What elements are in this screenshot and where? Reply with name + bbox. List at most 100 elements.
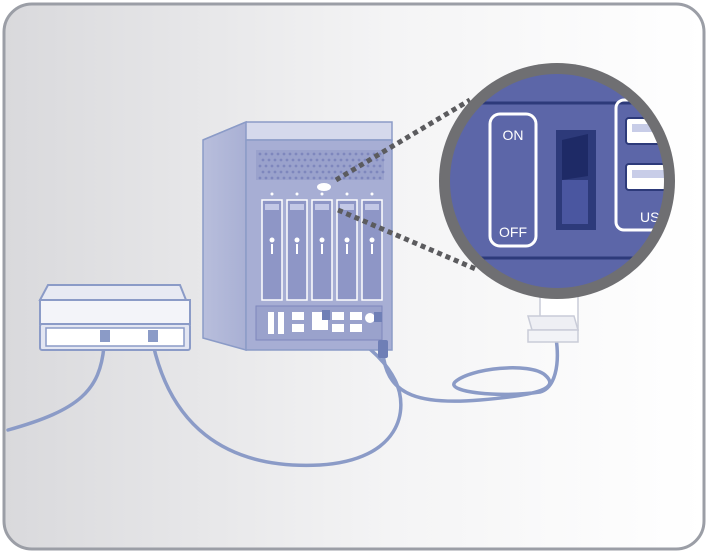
vent-dot bbox=[330, 152, 334, 156]
vent-dot bbox=[297, 158, 301, 162]
vent-dot bbox=[258, 152, 262, 156]
vent-dot bbox=[348, 164, 352, 168]
vent-dot bbox=[303, 158, 307, 162]
router-icon bbox=[38, 284, 191, 351]
vent-dot bbox=[324, 176, 328, 180]
vent-dot bbox=[285, 158, 289, 162]
cables bbox=[6, 316, 560, 468]
vent-dot bbox=[264, 152, 268, 156]
wan-cable bbox=[6, 344, 106, 432]
drive-bay bbox=[311, 192, 333, 301]
vent-dot bbox=[288, 152, 292, 156]
vent-dot bbox=[336, 164, 340, 168]
vent-dot bbox=[267, 158, 271, 162]
vent-dot bbox=[327, 170, 331, 174]
vent-dot bbox=[279, 158, 283, 162]
vent-dot bbox=[324, 152, 328, 156]
vent-dot bbox=[381, 170, 385, 174]
vent-dot bbox=[372, 176, 376, 180]
vent-dot bbox=[291, 170, 295, 174]
logo-mark bbox=[317, 183, 331, 191]
vent-dot bbox=[312, 164, 316, 168]
vent-dot bbox=[342, 176, 346, 180]
vent-dot bbox=[378, 152, 382, 156]
vent-dot bbox=[366, 176, 370, 180]
vent-dot bbox=[315, 170, 319, 174]
vent-dot bbox=[360, 176, 364, 180]
vent-dot bbox=[378, 176, 382, 180]
vent-dot bbox=[294, 152, 298, 156]
vent-dot bbox=[375, 170, 379, 174]
drive-bay bbox=[361, 192, 383, 301]
vent-dot bbox=[363, 158, 367, 162]
vent-dot bbox=[258, 164, 262, 168]
vent-dot bbox=[342, 164, 346, 168]
vent-dot bbox=[261, 170, 265, 174]
vent-dot bbox=[273, 170, 277, 174]
vent-dot bbox=[333, 170, 337, 174]
vent-dot bbox=[348, 152, 352, 156]
vent-dot bbox=[318, 152, 322, 156]
drive-bay bbox=[336, 192, 358, 301]
vent-dot bbox=[336, 152, 340, 156]
vent-dot bbox=[297, 170, 301, 174]
vent-dot bbox=[276, 152, 280, 156]
vent-dot bbox=[354, 152, 358, 156]
network-cable bbox=[151, 316, 403, 468]
vent-dot bbox=[261, 158, 265, 162]
vent-dot bbox=[312, 176, 316, 180]
vent-dot bbox=[312, 152, 316, 156]
vent-dot bbox=[354, 176, 358, 180]
vent-dot bbox=[267, 170, 271, 174]
vent-dot bbox=[345, 158, 349, 162]
vent-dot bbox=[339, 158, 343, 162]
vent-dot bbox=[288, 164, 292, 168]
vent-grill bbox=[256, 150, 385, 180]
vent-dot bbox=[270, 164, 274, 168]
drive-bay bbox=[286, 192, 308, 301]
vent-dot bbox=[306, 176, 310, 180]
vent-dot bbox=[357, 158, 361, 162]
on-label: ON bbox=[503, 127, 524, 143]
port-panel bbox=[255, 305, 383, 341]
vent-dot bbox=[291, 158, 295, 162]
vent-dot bbox=[333, 158, 337, 162]
vent-dot bbox=[282, 164, 286, 168]
vent-dot bbox=[276, 164, 280, 168]
vent-dot bbox=[330, 164, 334, 168]
vent-dot bbox=[264, 176, 268, 180]
usb-label: US bbox=[640, 209, 659, 225]
vent-dot bbox=[282, 176, 286, 180]
vent-dot bbox=[300, 164, 304, 168]
vent-dot bbox=[306, 164, 310, 168]
nas-device-icon bbox=[202, 120, 393, 358]
vent-dot bbox=[318, 164, 322, 168]
zoom-lines bbox=[334, 97, 479, 273]
vent-dot bbox=[360, 152, 364, 156]
vent-dot bbox=[342, 152, 346, 156]
vent-dot bbox=[270, 176, 274, 180]
vent-dot bbox=[321, 158, 325, 162]
vent-dot bbox=[378, 164, 382, 168]
usb-port-icon bbox=[292, 312, 304, 320]
vent-dot bbox=[351, 158, 355, 162]
off-label: OFF bbox=[499, 224, 527, 240]
vent-dot bbox=[273, 158, 277, 162]
vent-dot bbox=[276, 176, 280, 180]
vent-dot bbox=[264, 164, 268, 168]
vent-dot bbox=[354, 164, 358, 168]
vent-dot bbox=[318, 176, 322, 180]
vent-dot bbox=[375, 158, 379, 162]
vent-dot bbox=[300, 152, 304, 156]
vent-dot bbox=[357, 170, 361, 174]
vent-dot bbox=[309, 158, 313, 162]
vent-dot bbox=[363, 170, 367, 174]
drive-bay bbox=[261, 192, 283, 301]
vent-dot bbox=[282, 152, 286, 156]
vent-dot bbox=[369, 170, 373, 174]
on-off-plate bbox=[488, 112, 538, 248]
vent-dot bbox=[321, 170, 325, 174]
vent-dot bbox=[324, 164, 328, 168]
vent-dot bbox=[288, 176, 292, 180]
